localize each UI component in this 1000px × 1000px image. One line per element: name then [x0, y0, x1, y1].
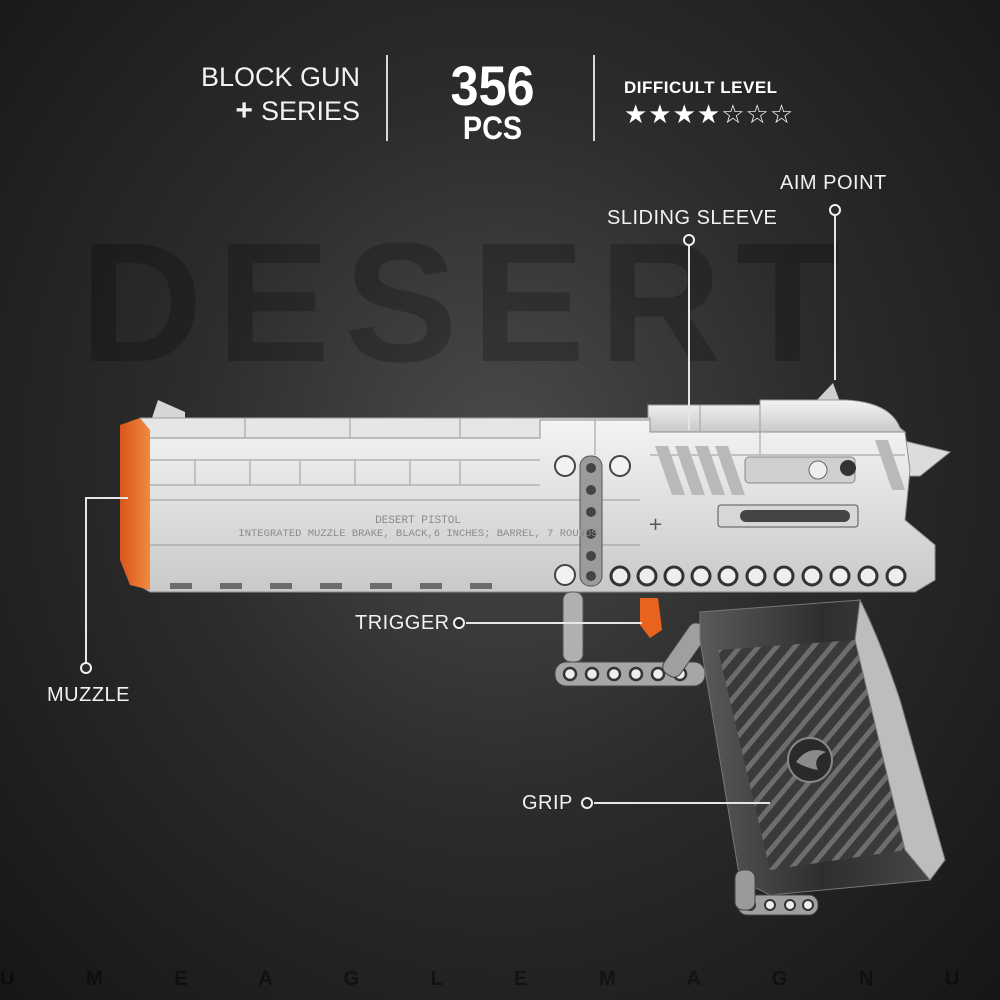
front-sight — [152, 400, 185, 418]
trigger-dot-icon — [453, 617, 465, 629]
sliding-sleeve-label: SLIDING SLEEVE — [607, 207, 778, 229]
aim-point-label: AIM POINT — [780, 172, 887, 194]
grip-back-strap — [854, 598, 946, 881]
header-divider-left — [386, 55, 388, 141]
grip-dot-icon — [581, 797, 593, 809]
trigger — [640, 598, 662, 638]
difficulty-label: DIFFICULT LEVEL — [624, 78, 778, 97]
background-watermark-word: DESERT — [80, 208, 854, 398]
slide-stripes — [655, 440, 905, 495]
slide-top — [647, 399, 907, 433]
ejection-port-slot — [740, 510, 850, 522]
piece-count: 356 PCS — [420, 54, 565, 146]
eagle-emblem-shape — [796, 749, 826, 770]
block-seams — [140, 405, 905, 546]
rear-sight — [815, 383, 840, 402]
gun-print-line-2: INTEGRATED MUZZLE BRAKE, BLACK,6 INCHES;… — [238, 528, 597, 540]
muzzle-orange-tip — [120, 418, 150, 590]
sliding-sleeve-dot-icon — [683, 234, 695, 246]
trigger-label: TRIGGER — [355, 612, 450, 634]
beam-holes — [586, 463, 596, 581]
muzzle-dot-icon — [80, 662, 92, 674]
aim-dot — [840, 460, 856, 476]
callout-lines — [85, 214, 836, 804]
technic-beam — [579, 455, 603, 587]
gun-print-line-1: DESERT PISTOL — [375, 515, 461, 527]
grip-label: GRIP — [522, 792, 573, 814]
piece-count-number: 356 — [450, 54, 535, 117]
series-line-2: SERIES — [260, 96, 360, 126]
muzzle-label: MUZZLE — [47, 684, 130, 706]
bottom-watermark-text: U M E A G L E M A G N U M E — [0, 968, 1000, 990]
grip-base-post — [734, 869, 756, 911]
muzzle-leader — [85, 497, 128, 664]
aim-mount — [744, 456, 856, 484]
trigger-guard-post — [562, 591, 584, 663]
plus-pins: + — [554, 455, 663, 586]
callout-dots — [80, 204, 841, 809]
plus-icon: + — [235, 94, 253, 127]
header-divider-right — [593, 55, 595, 141]
difficulty-block: DIFFICULT LEVEL ★★★★☆☆☆ — [624, 78, 884, 163]
lower-rail-holes — [609, 565, 907, 587]
svg-text:+: + — [648, 514, 663, 535]
aim-pin — [808, 460, 828, 480]
aim-point-dot-icon — [829, 204, 841, 216]
rail-notches — [170, 583, 492, 589]
series-title: BLOCK GUN +SERIES — [150, 60, 360, 145]
difficulty-stars-icon: ★★★★☆☆☆ — [624, 100, 795, 130]
piece-count-unit: PCS — [462, 110, 523, 146]
series-line-1: BLOCK GUN — [200, 62, 360, 92]
